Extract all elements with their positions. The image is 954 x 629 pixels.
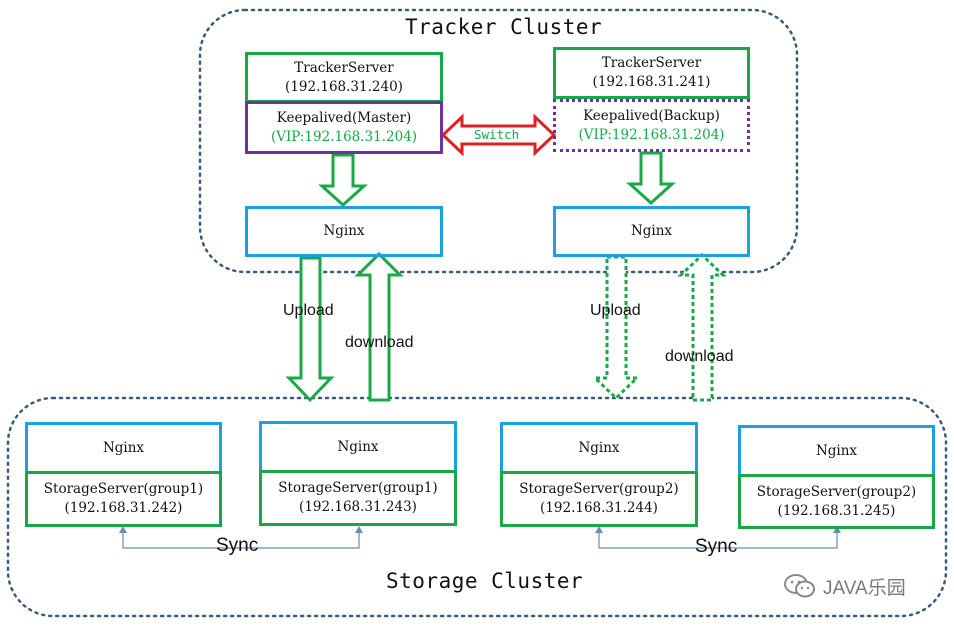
tracker-nginx-left: Nginx (245, 206, 443, 257)
sync-connector-right (598, 530, 838, 549)
right-download-arrow (677, 252, 727, 402)
switch-label: Switch (474, 127, 520, 142)
sync-left-arrowhead-b (355, 526, 363, 533)
nginx-label: Nginx (337, 438, 379, 455)
sync-left-arrowhead-a (119, 526, 127, 533)
tracker-cluster-outline (198, 8, 799, 274)
storage-server-name: StorageServer(group1) (278, 480, 438, 496)
tracker-server-ip: (192.168.31.241) (592, 74, 711, 90)
tracker-server-name: TrackerServer (294, 59, 394, 76)
keepalived-label: Keepalived(Backup) (583, 107, 720, 124)
right-upload-arrow (591, 255, 641, 401)
nginx-label: Nginx (630, 223, 673, 239)
storage-server-name: StorageServer(group2) (756, 483, 917, 500)
left-keepalived-to-nginx-arrow (318, 153, 368, 208)
nginx-label: Nginx (815, 442, 858, 459)
storage-server-name: StorageServer(group2) (519, 481, 679, 497)
nginx-label: Nginx (102, 439, 145, 456)
nginx-label: Nginx (323, 223, 365, 239)
storage-server-ip: (192.168.31.242) (64, 500, 183, 516)
sync-right-arrowhead-a (595, 526, 603, 533)
tracker-server-backup: TrackerServer (192.168.31.241) (553, 47, 750, 99)
storage-server-ip: (192.168.31.243) (299, 499, 417, 515)
storage-server-1: StorageServer(group1) (192.168.31.242) (25, 471, 222, 527)
tracker-server-name: TrackerServer (601, 55, 702, 71)
keepalived-label: Keepalived(Master) (276, 109, 412, 126)
storage-nginx-1: Nginx (25, 422, 222, 474)
right-download-label: download (665, 348, 734, 365)
sync-connector-left (122, 530, 360, 549)
tracker-nginx-right: Nginx (553, 206, 750, 257)
storage-cluster-title: Storage Cluster (386, 569, 584, 593)
left-upload-arrow (285, 256, 335, 403)
sync-right-arrowhead-b (833, 526, 841, 533)
keepalived-backup: Keepalived(Backup) (VIP:192.168.31.204) (553, 99, 750, 152)
nginx-label: Nginx (578, 439, 620, 456)
sync-label-left: Sync (216, 535, 259, 556)
sync-label-right: Sync (695, 536, 738, 557)
vip-label: (VIP:192.168.31.204) (578, 126, 725, 143)
left-upload-label: Upload (283, 302, 334, 319)
storage-server-2: StorageServer(group1) (192.168.31.243) (259, 470, 457, 526)
storage-cluster-outline (6, 396, 948, 618)
storage-nginx-3: Nginx (500, 422, 698, 474)
left-download-label: download (345, 334, 414, 351)
right-upload-label: Upload (590, 302, 641, 319)
storage-server-name: StorageServer(group1) (43, 481, 204, 497)
storage-nginx-2: Nginx (259, 421, 457, 473)
wechat-icon (784, 574, 815, 598)
storage-server-ip: (192.168.31.244) (540, 500, 658, 516)
tracker-server-master: TrackerServer (192.168.31.240) (245, 52, 443, 103)
watermark-text: JAVA乐园 (823, 577, 906, 599)
tracker-server-ip: (192.168.31.240) (285, 78, 403, 95)
storage-server-3: StorageServer(group2) (192.168.31.244) (500, 471, 698, 527)
storage-server-4: StorageServer(group2) (192.168.31.245) (738, 474, 935, 529)
keepalived-master: Keepalived(Master) (VIP:192.168.31.204) (245, 101, 443, 154)
storage-server-ip: (192.168.31.245) (777, 502, 896, 519)
left-download-arrow (354, 251, 404, 402)
right-keepalived-to-nginx-arrow (626, 151, 676, 206)
vip-label: (VIP:192.168.31.204) (270, 128, 418, 145)
storage-nginx-4: Nginx (738, 425, 935, 477)
watermark: JAVA乐园 (783, 572, 906, 600)
tracker-cluster-title: Tracker Cluster (405, 15, 603, 39)
